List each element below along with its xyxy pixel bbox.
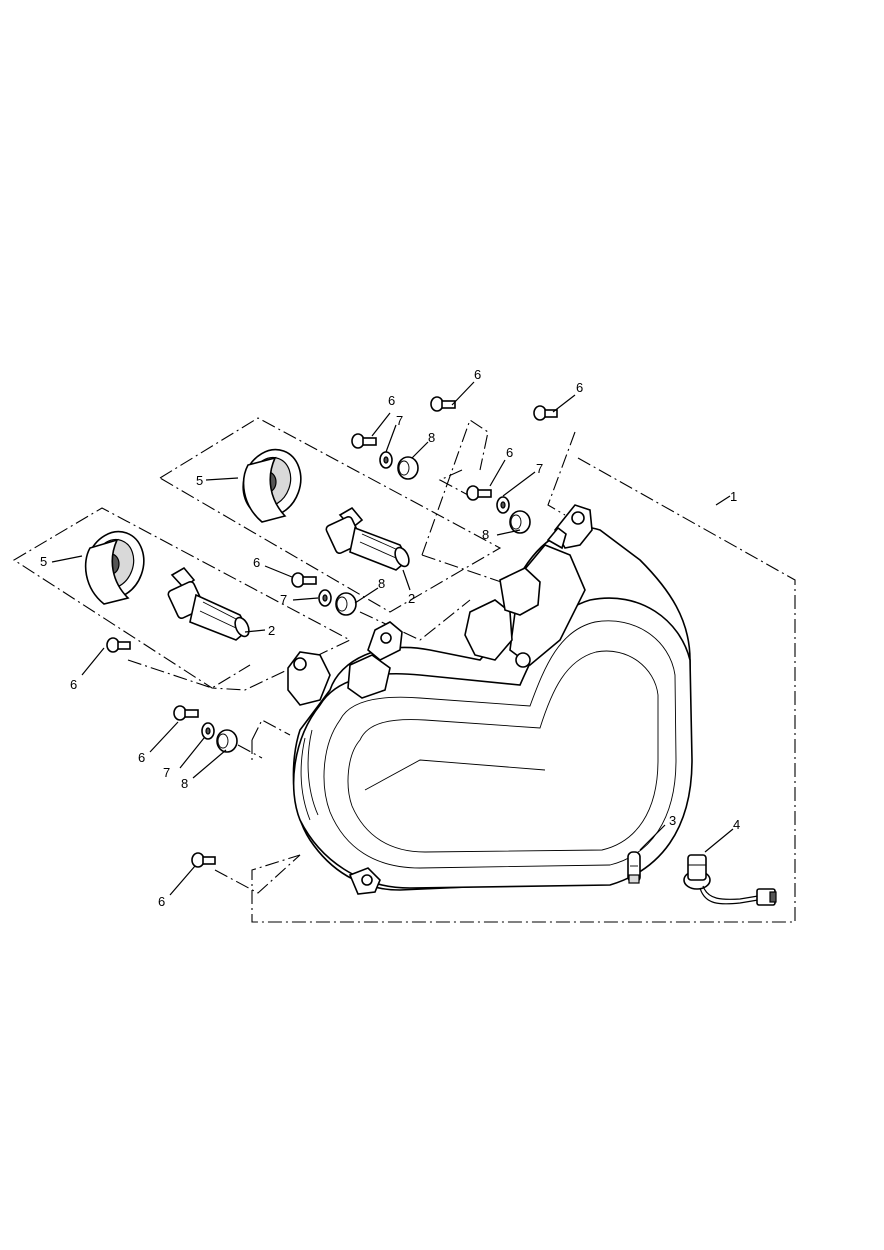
- washer-set: [201, 451, 510, 740]
- callout-part-2-lower: 2: [268, 623, 275, 638]
- callout-part-6-bottom: 6: [158, 894, 165, 909]
- callout-labels: 1 2 2 3 4 5 5 6 6 6 6 6 6 6 6 7 7 7 7 8 …: [40, 367, 740, 909]
- dust-cover-lower: [84, 530, 145, 605]
- screw-left: [106, 637, 131, 653]
- grommet-set: [216, 456, 531, 753]
- bulb-upper: [325, 506, 410, 571]
- callout-part-5-lower: 5: [40, 554, 47, 569]
- side-bulb: [627, 851, 641, 884]
- callout-part-8-upper-left: 8: [428, 430, 435, 445]
- callout-part-6-upper-left: 6: [388, 393, 395, 408]
- screw-top-center: [430, 396, 456, 412]
- callout-part-6-left: 6: [70, 677, 77, 692]
- callout-part-4: 4: [733, 817, 740, 832]
- callout-part-3: 3: [669, 813, 676, 828]
- callout-part-7-middle: 7: [280, 592, 287, 607]
- leader-lines: [51, 381, 734, 896]
- bulb-holder-with-lead: [683, 854, 777, 906]
- screw-set: [106, 396, 558, 868]
- dust-cover-upper: [242, 448, 302, 523]
- callout-part-7-lower-left: 7: [163, 765, 170, 780]
- callout-part-6-top-right: 6: [576, 380, 583, 395]
- callout-part-5-upper: 5: [196, 473, 203, 488]
- callout-part-8-middle: 8: [378, 576, 385, 591]
- screw-bottom: [191, 852, 216, 868]
- callout-part-6-top-center: 6: [474, 367, 481, 382]
- screw-upper-left: [351, 433, 377, 449]
- callout-part-6-upper-right: 6: [506, 445, 513, 460]
- callout-part-8-lower-left: 8: [181, 776, 188, 791]
- callout-part-8-upper-right: 8: [482, 527, 489, 542]
- callout-part-6-lower-left: 6: [138, 750, 145, 765]
- callout-part-7-upper-left: 7: [396, 413, 403, 428]
- screw-middle: [291, 572, 317, 588]
- callout-part-2-upper: 2: [408, 591, 415, 606]
- callout-part-6-middle: 6: [253, 555, 260, 570]
- screw-upper-right: [466, 485, 492, 501]
- screw-top-right: [533, 405, 558, 421]
- callout-part-7-upper-right: 7: [536, 461, 543, 476]
- bulb-lower: [167, 566, 250, 641]
- screw-lower-left: [173, 705, 199, 721]
- callout-part-1: 1: [730, 489, 737, 504]
- headlight-housing: [287, 504, 693, 895]
